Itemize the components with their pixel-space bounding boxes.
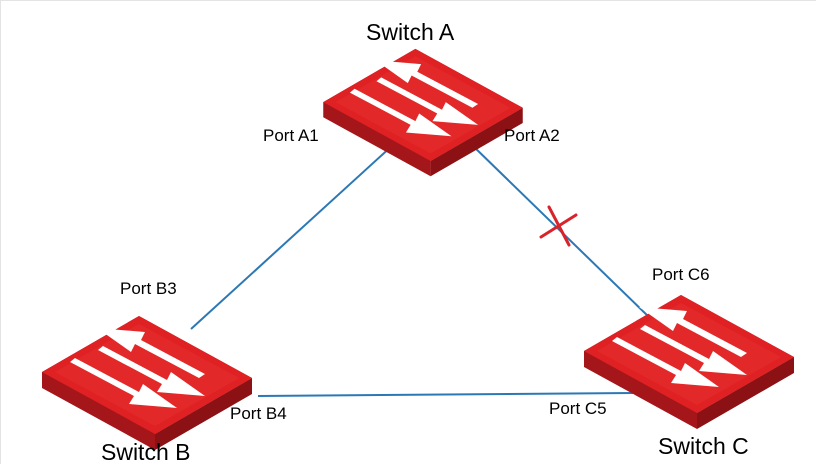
switch-a-icon bbox=[323, 41, 523, 177]
link-a1-b3 bbox=[190, 143, 395, 330]
switch-c-label: Switch C bbox=[658, 433, 749, 459]
switch-b-icon bbox=[42, 308, 252, 450]
switch-b-label: Switch B bbox=[101, 439, 191, 465]
port-b4-label: Port B4 bbox=[230, 404, 287, 423]
port-c6-label: Port C6 bbox=[652, 265, 710, 284]
port-b3-label: Port B3 bbox=[120, 279, 177, 298]
port-c5-label: Port C5 bbox=[549, 399, 607, 418]
port-a2-label: Port A2 bbox=[504, 126, 560, 145]
port-a1-label: Port A1 bbox=[263, 126, 319, 145]
x-mark-icon bbox=[539, 205, 578, 247]
link-b4-c5 bbox=[257, 392, 634, 397]
switch-c-icon bbox=[584, 287, 794, 429]
switch-a-label: Switch A bbox=[366, 19, 455, 45]
